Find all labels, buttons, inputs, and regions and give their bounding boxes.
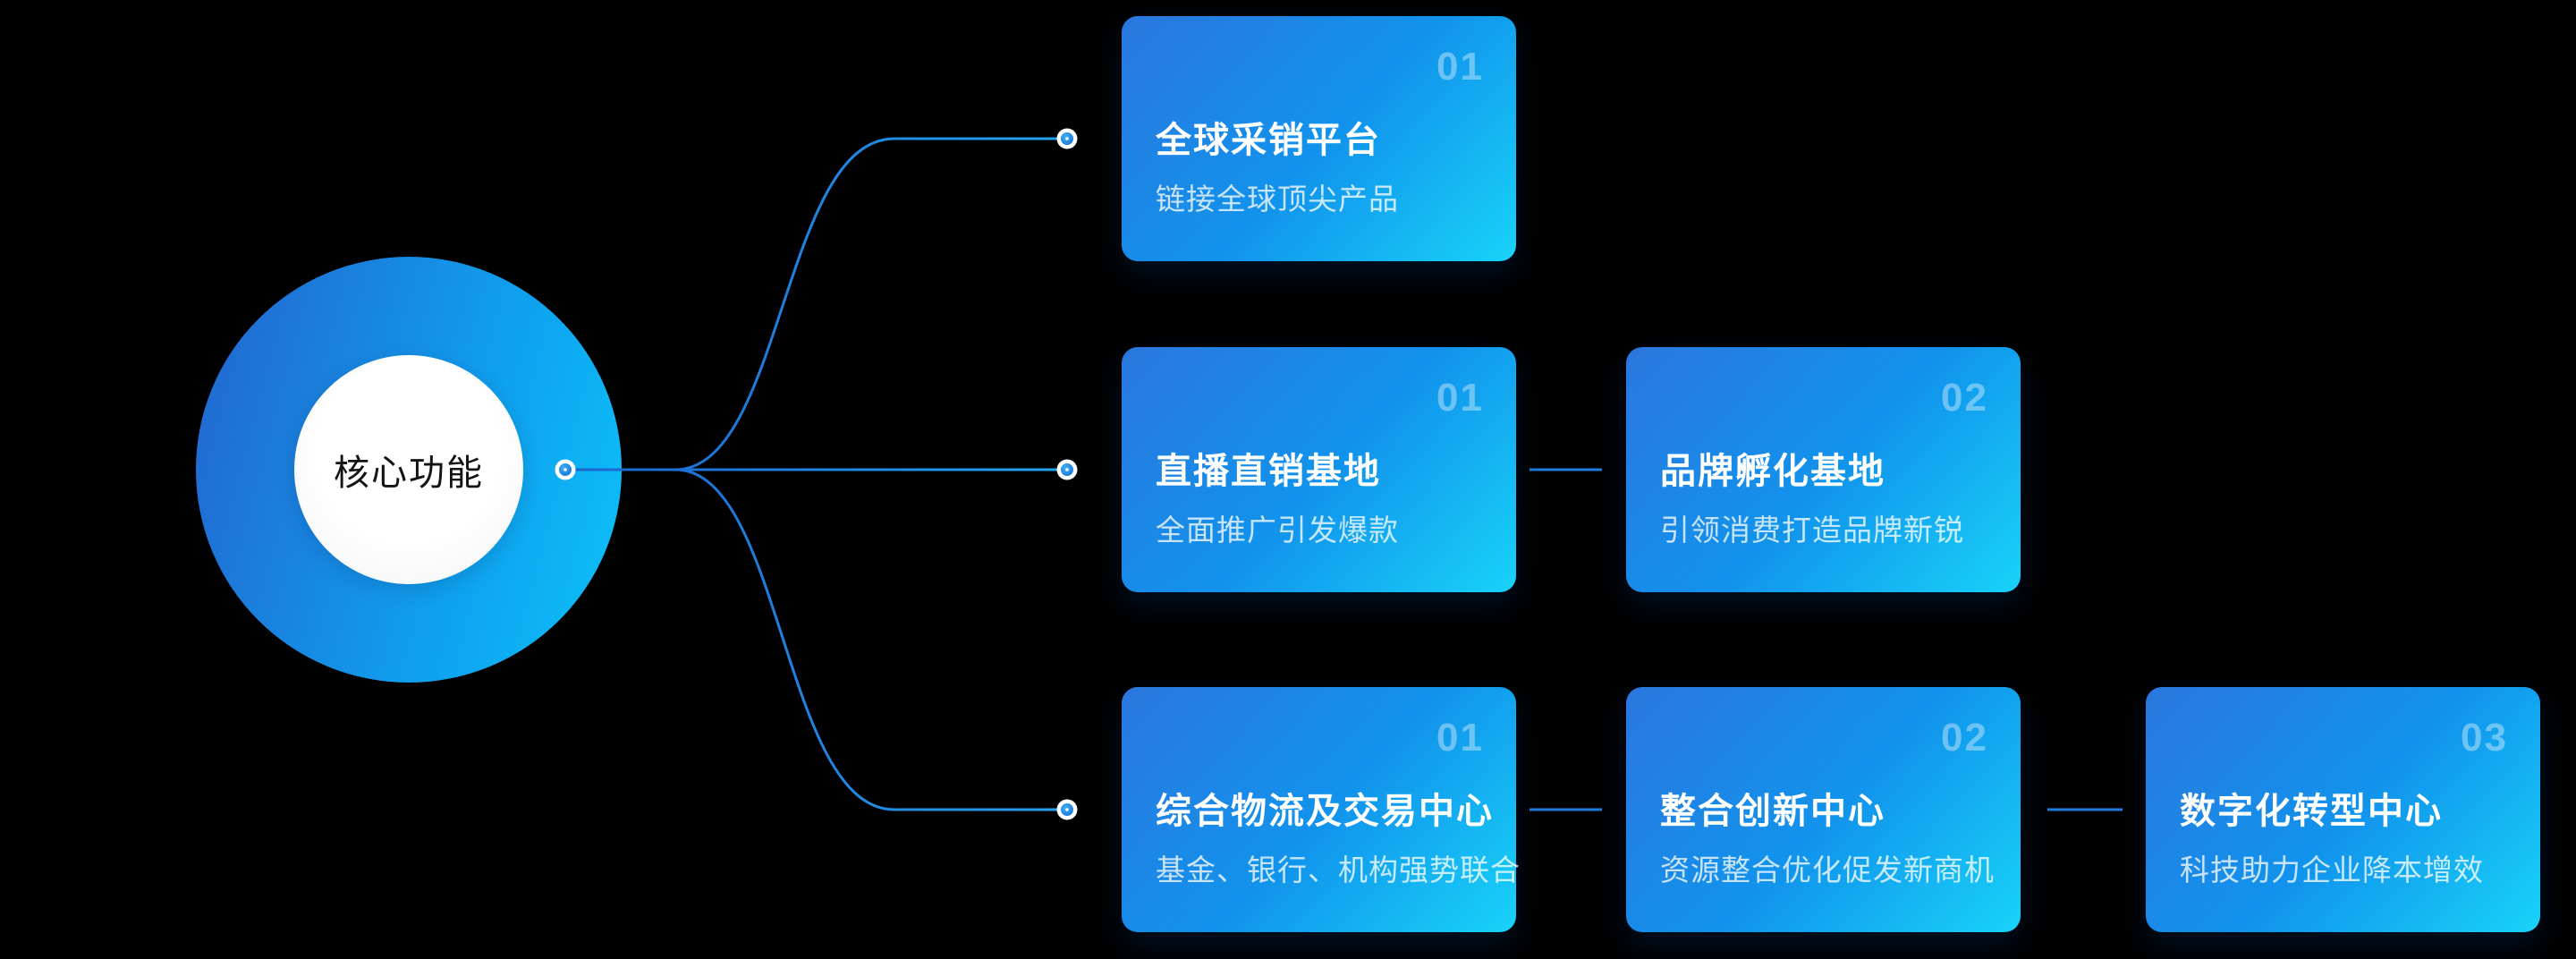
card-number: 01 [1436, 376, 1484, 420]
card-subtitle: 科技助力企业降本增效 [2180, 853, 2484, 887]
card-title: 整合创新中心 [1660, 792, 1885, 831]
connector-branch-bottom [674, 468, 1067, 811]
feature-card-integration-innovation-center: 02 整合创新中心 资源整合优化促发新商机 [1626, 687, 2021, 932]
feature-card-brand-incubation-base: 02 品牌孵化基地 引领消费打造品牌新锐 [1626, 347, 2021, 592]
card-subtitle: 全面推广引发爆款 [1156, 513, 1399, 547]
card-title: 综合物流及交易中心 [1156, 792, 1494, 831]
connector-dot-icon [1056, 799, 1078, 820]
feature-card-global-procurement: 01 全球采销平台 链接全球顶尖产品 [1122, 16, 1516, 261]
card-subtitle: 链接全球顶尖产品 [1156, 182, 1399, 216]
card-number: 02 [1941, 716, 1988, 760]
feature-card-logistics-trade-center: 01 综合物流及交易中心 基金、银行、机构强势联合 [1122, 687, 1520, 932]
feature-card-digital-transformation-center: 03 数字化转型中心 科技助力企业降本增效 [2146, 687, 2540, 932]
card-title: 全球采销平台 [1156, 121, 1381, 160]
card-title: 数字化转型中心 [2180, 792, 2443, 831]
feature-card-live-streaming-base: 01 直播直销基地 全面推广引发爆款 [1122, 347, 1516, 592]
card-subtitle: 引领消费打造品牌新锐 [1660, 513, 1964, 547]
card-number: 01 [1436, 716, 1484, 760]
card-number: 02 [1941, 376, 1988, 420]
card-number: 03 [2461, 716, 2508, 760]
card-number: 01 [1436, 45, 1484, 89]
card-title: 直播直销基地 [1156, 452, 1381, 491]
connector-dot-icon [1056, 459, 1078, 480]
card-subtitle: 资源整合优化促发新商机 [1660, 853, 1995, 887]
center-label: 核心功能 [334, 454, 484, 493]
connector-dot-icon [555, 459, 576, 480]
connector-dot-icon [1056, 128, 1078, 149]
card-title: 品牌孵化基地 [1660, 452, 1885, 491]
connector-branch-top [674, 137, 1067, 471]
card-subtitle: 基金、银行、机构强势联合 [1156, 853, 1521, 887]
center-circle-inner: 核心功能 [294, 355, 523, 584]
